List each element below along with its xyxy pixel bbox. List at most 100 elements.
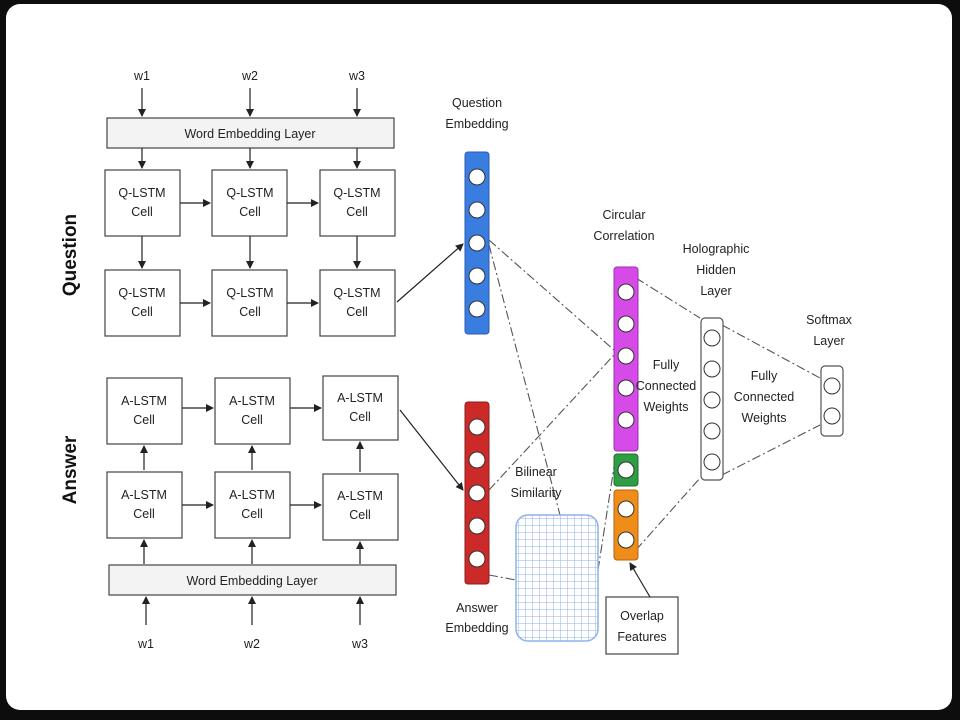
q-lstm-cell	[319, 269, 396, 337]
answer-input-w2: w2	[243, 637, 260, 651]
question-word-embedding-layer-label: Word Embedding Layer	[184, 127, 315, 141]
q-lstm-cell	[104, 169, 181, 237]
node	[468, 451, 486, 469]
a-lstm-cell-label: A-LSTM	[337, 391, 383, 405]
fully-connected-weights-label-2: Fully	[751, 369, 778, 383]
q-lstm-cell-label: Q-LSTM	[226, 286, 273, 300]
a-lstm-cell-label: Cell	[133, 413, 155, 427]
question-input-w3: w3	[348, 69, 365, 83]
a-lstm-cell	[214, 471, 291, 539]
a-lstm-cell-label: Cell	[133, 507, 155, 521]
a-lstm-cell	[322, 375, 399, 441]
answer-embedding-label: Answer	[456, 601, 498, 615]
a-lstm-cell-label: A-LSTM	[229, 488, 275, 502]
answer-input-w1: w1	[137, 637, 154, 651]
node	[617, 531, 635, 549]
node	[468, 300, 486, 318]
a-lstm-cell	[322, 473, 399, 541]
node	[617, 461, 635, 479]
a-lstm-row-1: A-LSTM Cell A-LSTM Cell A-LSTM Cell	[106, 375, 399, 445]
answer-embedding-label: Embedding	[445, 621, 508, 635]
node	[703, 453, 721, 471]
q-lstm-cell-label: Q-LSTM	[118, 186, 165, 200]
question-input-w2: w2	[241, 69, 258, 83]
node	[703, 422, 721, 440]
q-lstm-cell-label: Q-LSTM	[118, 286, 165, 300]
a-lstm-cell-label: Cell	[241, 507, 263, 521]
question-embedding-label: Embedding	[445, 117, 508, 131]
bilinear-similarity-matrix	[515, 514, 599, 642]
a-lstm-cell-label: Cell	[349, 410, 371, 424]
node	[468, 234, 486, 252]
q-lstm-cell	[211, 269, 288, 337]
circular-correlation-label: Correlation	[593, 229, 654, 243]
question-embedding-label: Question	[452, 96, 502, 110]
a-lstm-cell-label: A-LSTM	[229, 394, 275, 408]
node	[468, 517, 486, 535]
dash-dot-connections	[488, 239, 821, 581]
holographic-hidden-layer-label: Holographic	[683, 242, 750, 256]
node	[823, 407, 841, 425]
q-lstm-row-2: Q-LSTM Cell Q-LSTM Cell Q-LSTM Cell	[104, 269, 396, 337]
q-lstm-cell-label: Q-LSTM	[333, 286, 380, 300]
node	[617, 411, 635, 429]
node	[468, 418, 486, 436]
a-lstm-cell-label: A-LSTM	[337, 489, 383, 503]
overlap-features-label: Features	[617, 630, 666, 644]
a-lstm-cell-label: A-LSTM	[121, 488, 167, 502]
holographic-hidden-layer-label: Layer	[700, 284, 731, 298]
bilinear-similarity-label: Similarity	[511, 486, 562, 500]
q-lstm-cell	[319, 169, 396, 237]
answer-section-label: Answer	[60, 435, 81, 504]
softmax-layer	[820, 365, 844, 437]
node	[617, 500, 635, 518]
a-lstm-cell	[106, 471, 183, 539]
a-lstm-cell-label: Cell	[349, 508, 371, 522]
bilinear-similarity-label: Bilinear	[515, 465, 557, 479]
q-lstm-cell-label: Cell	[239, 305, 261, 319]
a-lstm-row-2: A-LSTM Cell A-LSTM Cell A-LSTM Cell	[106, 471, 399, 541]
a-lstm-cell-label: A-LSTM	[121, 394, 167, 408]
answer-input-w3: w3	[351, 637, 368, 651]
node	[468, 201, 486, 219]
node	[468, 550, 486, 568]
q-lstm-cell-label: Cell	[346, 305, 368, 319]
fully-connected-weights-label-2: Connected	[734, 390, 795, 404]
node	[617, 379, 635, 397]
holographic-hidden-layer-label: Hidden	[696, 263, 736, 277]
question-section-label: Question	[60, 214, 81, 296]
softmax-layer-label: Softmax	[806, 313, 853, 327]
q-lstm-cell-label: Q-LSTM	[226, 186, 273, 200]
fully-connected-weights-label-1: Fully	[653, 358, 680, 372]
node	[823, 377, 841, 395]
node	[617, 347, 635, 365]
a-lstm-cell	[106, 377, 183, 445]
answer-word-embedding-layer-label: Word Embedding Layer	[186, 574, 317, 588]
q-lstm-cell	[211, 169, 288, 237]
answer-word-embedding-layer	[108, 564, 397, 596]
node	[617, 283, 635, 301]
q-lstm-cell-label: Cell	[131, 205, 153, 219]
node	[703, 391, 721, 409]
node	[468, 484, 486, 502]
q-lstm-cell-label: Cell	[131, 305, 153, 319]
softmax-layer-label: Layer	[813, 334, 844, 348]
answer-inputs: w1 w2 w3	[137, 596, 368, 651]
fully-connected-weights-label-1: Weights	[644, 400, 689, 414]
a-lstm-cell	[214, 377, 291, 445]
circular-correlation-label: Circular	[602, 208, 645, 222]
q-lstm-cell-label: Q-LSTM	[333, 186, 380, 200]
node	[703, 360, 721, 378]
q-lstm-row-1: Q-LSTM Cell Q-LSTM Cell Q-LSTM Cell	[104, 169, 396, 237]
node	[468, 168, 486, 186]
overlap-features-box	[605, 596, 679, 655]
fully-connected-weights-label-2: Weights	[742, 411, 787, 425]
fully-connected-weights-label-1: Connected	[636, 379, 697, 393]
node	[703, 329, 721, 347]
question-inputs: w1 w2 w3	[133, 69, 365, 117]
q-lstm-cell	[104, 269, 181, 337]
q-lstm-cell-label: Cell	[239, 205, 261, 219]
question-input-w1: w1	[133, 69, 150, 83]
node	[617, 315, 635, 333]
